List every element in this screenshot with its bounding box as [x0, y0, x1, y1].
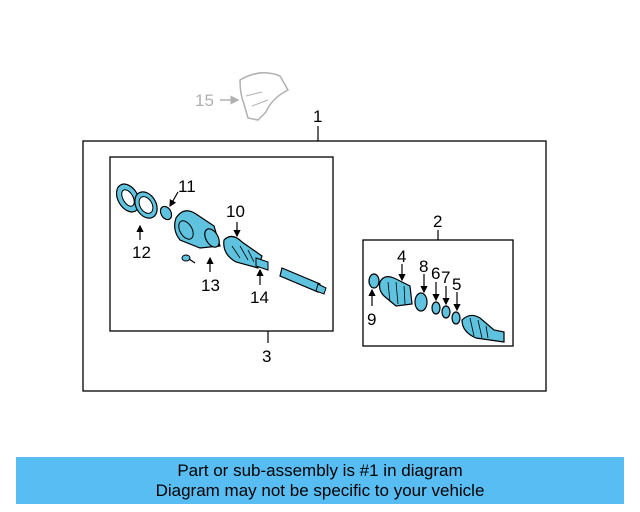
callout-6: 6 — [431, 264, 440, 283]
subassembly-box-3 — [109, 156, 334, 332]
axle-shaft-part-14 — [255, 257, 327, 295]
callout-4: 4 — [397, 247, 406, 266]
boot-clamp-part-12 — [115, 183, 158, 219]
parts-diagram: 15 1 3 2 11 10 12 13 14 — [82, 72, 547, 392]
clamp-part-8 — [414, 292, 428, 312]
callout-14: 14 — [250, 288, 269, 307]
ring-part-5 — [451, 311, 461, 325]
callout-11: 11 — [178, 177, 196, 196]
callout-15: 15 — [195, 91, 214, 110]
callout-13: 13 — [201, 276, 220, 295]
clamp-part-7 — [441, 305, 451, 319]
bracket-part-15 — [220, 72, 290, 121]
banner-line-1: Part or sub-assembly is #1 in diagram — [177, 460, 463, 480]
callout-7: 7 — [441, 268, 450, 287]
callout-1: 1 — [313, 107, 322, 126]
callout-3: 3 — [262, 347, 271, 366]
subassembly-box-2 — [362, 239, 514, 347]
bolt-part — [181, 254, 196, 264]
outer-joint-part — [461, 314, 505, 343]
callout-8: 8 — [419, 257, 428, 276]
assembly-box-1 — [82, 140, 547, 392]
inner-joint-part-9 — [368, 273, 380, 289]
callout-5: 5 — [452, 275, 461, 294]
callout-2: 2 — [433, 212, 442, 231]
clip-part-11 — [159, 205, 173, 221]
banner-line-2: Diagram may not be specific to your vehi… — [155, 480, 485, 500]
callout-10: 10 — [226, 202, 245, 221]
boot-part-4 — [378, 276, 413, 307]
clamp-part-6 — [431, 301, 441, 315]
callout-12: 12 — [132, 243, 151, 262]
info-banner: Part or sub-assembly is #1 in diagram Di… — [16, 457, 624, 504]
callout-9: 9 — [367, 310, 376, 329]
